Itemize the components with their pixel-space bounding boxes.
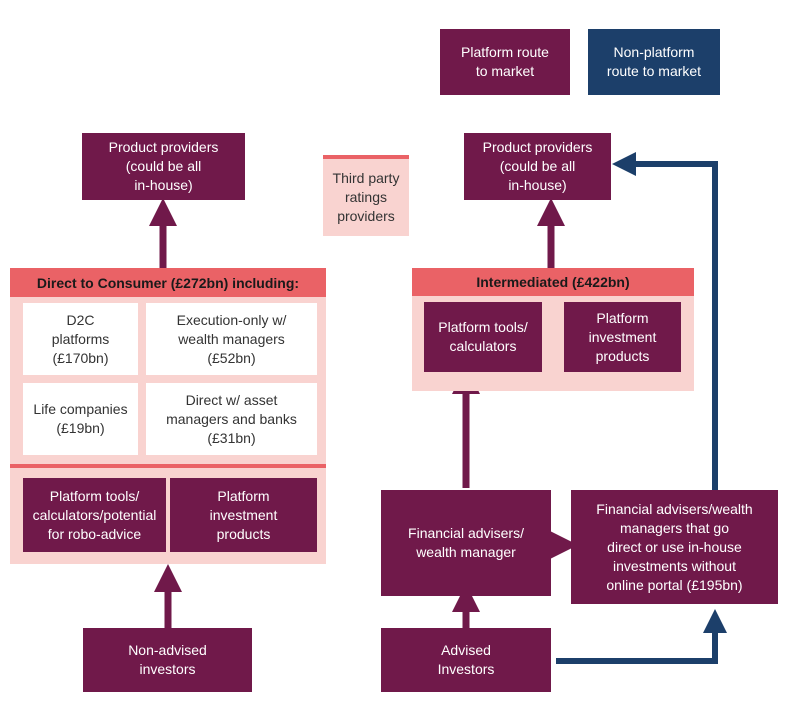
intermediated-header: Intermediated (£422bn)	[412, 268, 694, 296]
right-product-providers: Product providers (could be all in-house…	[464, 133, 611, 200]
d2c-platforms-box: D2C platforms (£170bn)	[23, 303, 138, 375]
financial-advisers-box: Financial advisers/ wealth manager	[381, 490, 551, 596]
d2c-header: Direct to Consumer (£272bn) including:	[10, 268, 326, 297]
left-platform-tools: Platform tools/ calculators/potential fo…	[23, 478, 166, 552]
direct-asset-managers-box: Direct w/ asset managers and banks (£31b…	[146, 383, 317, 455]
legend-non-platform-route: Non-platform route to market	[588, 29, 720, 95]
third-party-ratings-providers: Third party ratings providers	[323, 155, 409, 236]
life-companies-box: Life companies (£19bn)	[23, 383, 138, 455]
arrow-direct-to-providers	[612, 152, 718, 490]
left-product-providers: Product providers (could be all in-house…	[82, 133, 245, 200]
left-platform-products: Platform investment products	[170, 478, 317, 552]
advised-investors: Advised Investors	[381, 628, 551, 692]
arrow-advised-to-direct	[556, 609, 727, 664]
non-advised-investors: Non-advised investors	[83, 628, 252, 692]
direct-financial-advisers-box: Financial advisers/wealth managers that …	[571, 490, 778, 604]
execution-only-box: Execution-only w/ wealth managers (£52bn…	[146, 303, 317, 375]
right-platform-tools: Platform tools/ calculators	[424, 302, 542, 372]
right-platform-products: Platform investment products	[564, 302, 681, 372]
legend-platform-route: Platform route to market	[440, 29, 570, 95]
d2c-divider	[10, 464, 326, 468]
